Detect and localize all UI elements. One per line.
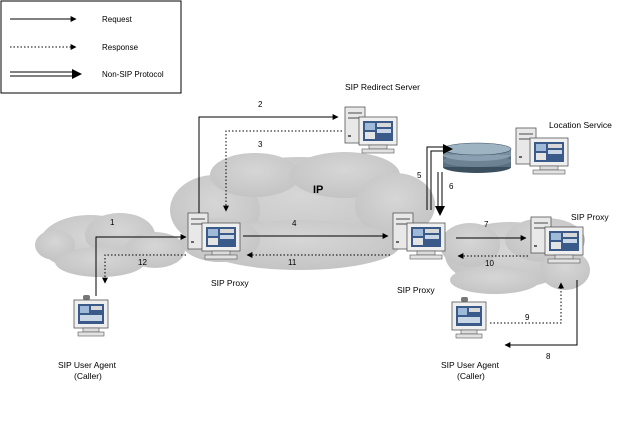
flow-12-response [102, 254, 186, 284]
caller-right-label-line1: SIP User Agent [441, 360, 500, 370]
caller-left-icon [73, 294, 109, 337]
step-5: 5 [417, 171, 422, 180]
step-2: 2 [258, 100, 263, 109]
location-service-icon [515, 127, 569, 175]
flow-5-nonsip-a [430, 150, 443, 210]
proxy-right-label: SIP Proxy [571, 212, 609, 222]
step-3: 3 [258, 140, 263, 149]
step-7: 7 [484, 220, 489, 229]
proxy-center-label: SIP Proxy [397, 285, 435, 295]
redirect-server-label: SIP Redirect Server [345, 82, 420, 92]
location-database-icon [442, 142, 512, 173]
proxy-left-label: SIP Proxy [211, 278, 249, 288]
flow-5-arrowhead [443, 144, 453, 154]
step-4: 4 [292, 219, 297, 228]
step-11: 11 [288, 258, 297, 267]
step-1: 1 [110, 218, 115, 227]
legend-nonsip-arrowhead [72, 69, 82, 79]
cloud-ip [170, 152, 435, 270]
caller-left-label-line2: (Caller) [74, 371, 102, 381]
legend-nonsip-label: Non-SIP Protocol [102, 70, 164, 79]
redirect-server-icon [344, 106, 398, 154]
flow-8-request [504, 280, 578, 348]
legend-response-label: Response [102, 43, 139, 52]
caller-left-label-line1: SIP User Agent [58, 360, 117, 370]
step-9: 9 [525, 313, 530, 322]
caller-right-icon [451, 296, 487, 339]
step-8: 8 [546, 352, 551, 361]
caller-right-label-line2: (Caller) [457, 371, 485, 381]
flow-3-response [223, 130, 342, 212]
flow-5-nonsip-b [426, 146, 443, 210]
flow-2-request [198, 114, 339, 213]
step-6: 6 [449, 182, 454, 191]
flow-6-arrowhead [435, 206, 445, 216]
step-12: 12 [138, 258, 147, 267]
flow-1-request [95, 234, 187, 296]
legend: Request Response Non-SIP Protocol [0, 0, 182, 94]
location-service-label: Location Service [549, 120, 612, 130]
step-10: 10 [485, 259, 494, 268]
flow-9-response [490, 282, 564, 324]
legend-request-label: Request [102, 15, 133, 24]
ip-network-label: IP [313, 184, 323, 196]
